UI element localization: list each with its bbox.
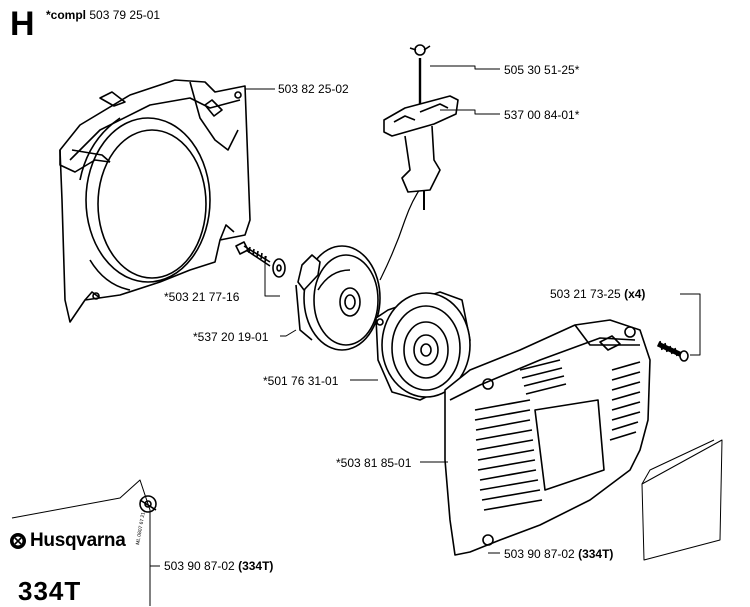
handle-drawing <box>379 44 459 281</box>
decal-right-drawing <box>641 439 723 561</box>
cover-screw-drawing <box>656 340 689 362</box>
label-decal-left: 503 90 87-02 (334T) <box>164 559 273 573</box>
label-starter-housing: 503 82 25-02 <box>278 82 349 96</box>
brand-model: 334T <box>18 576 82 606</box>
label-handle: 537 00 84-01* <box>504 108 580 122</box>
pulley-drawing <box>295 245 381 351</box>
label-pulley: *537 20 19-01 <box>193 330 269 344</box>
husqvarna-logo-icon <box>10 533 26 549</box>
starter-housing-drawing <box>59 79 251 323</box>
screw-drawing <box>235 241 286 278</box>
label-cover-screw-qty: (x4) <box>624 287 646 301</box>
decal-small-text: ML 0807 67 21 <box>135 511 147 545</box>
label-decal-left-model: (334T) <box>238 559 274 573</box>
label-decal-right-number: 503 90 87-02 <box>504 547 575 561</box>
label-decal-right-model: (334T) <box>578 547 614 561</box>
label-rope: 505 30 51-25* <box>504 63 580 77</box>
section-letter: H <box>10 5 35 43</box>
assembly-part-number: 503 79 25-01 <box>89 8 161 22</box>
spring-drawing <box>375 291 471 401</box>
label-screw: *503 21 77-16 <box>164 290 240 304</box>
label-decal-left-number: 503 90 87-02 <box>164 559 235 573</box>
assembly-marker: *compl <box>46 8 87 22</box>
label-cover-screw-number: 503 21 73-25 <box>550 287 621 301</box>
brand-name: Husqvarna <box>30 530 126 551</box>
label-spring: *501 76 31-01 <box>263 374 339 388</box>
decal-left-drawing <box>11 479 157 606</box>
label-cover-screw: 503 21 73-25 (x4) <box>550 287 645 301</box>
leader-lines <box>150 65 701 567</box>
label-decal-right: 503 90 87-02 (334T) <box>504 547 613 561</box>
assembly-number: *compl 503 79 25-01 <box>46 8 160 22</box>
cover-drawing <box>444 319 651 556</box>
label-cover: *503 81 85-01 <box>336 456 412 470</box>
